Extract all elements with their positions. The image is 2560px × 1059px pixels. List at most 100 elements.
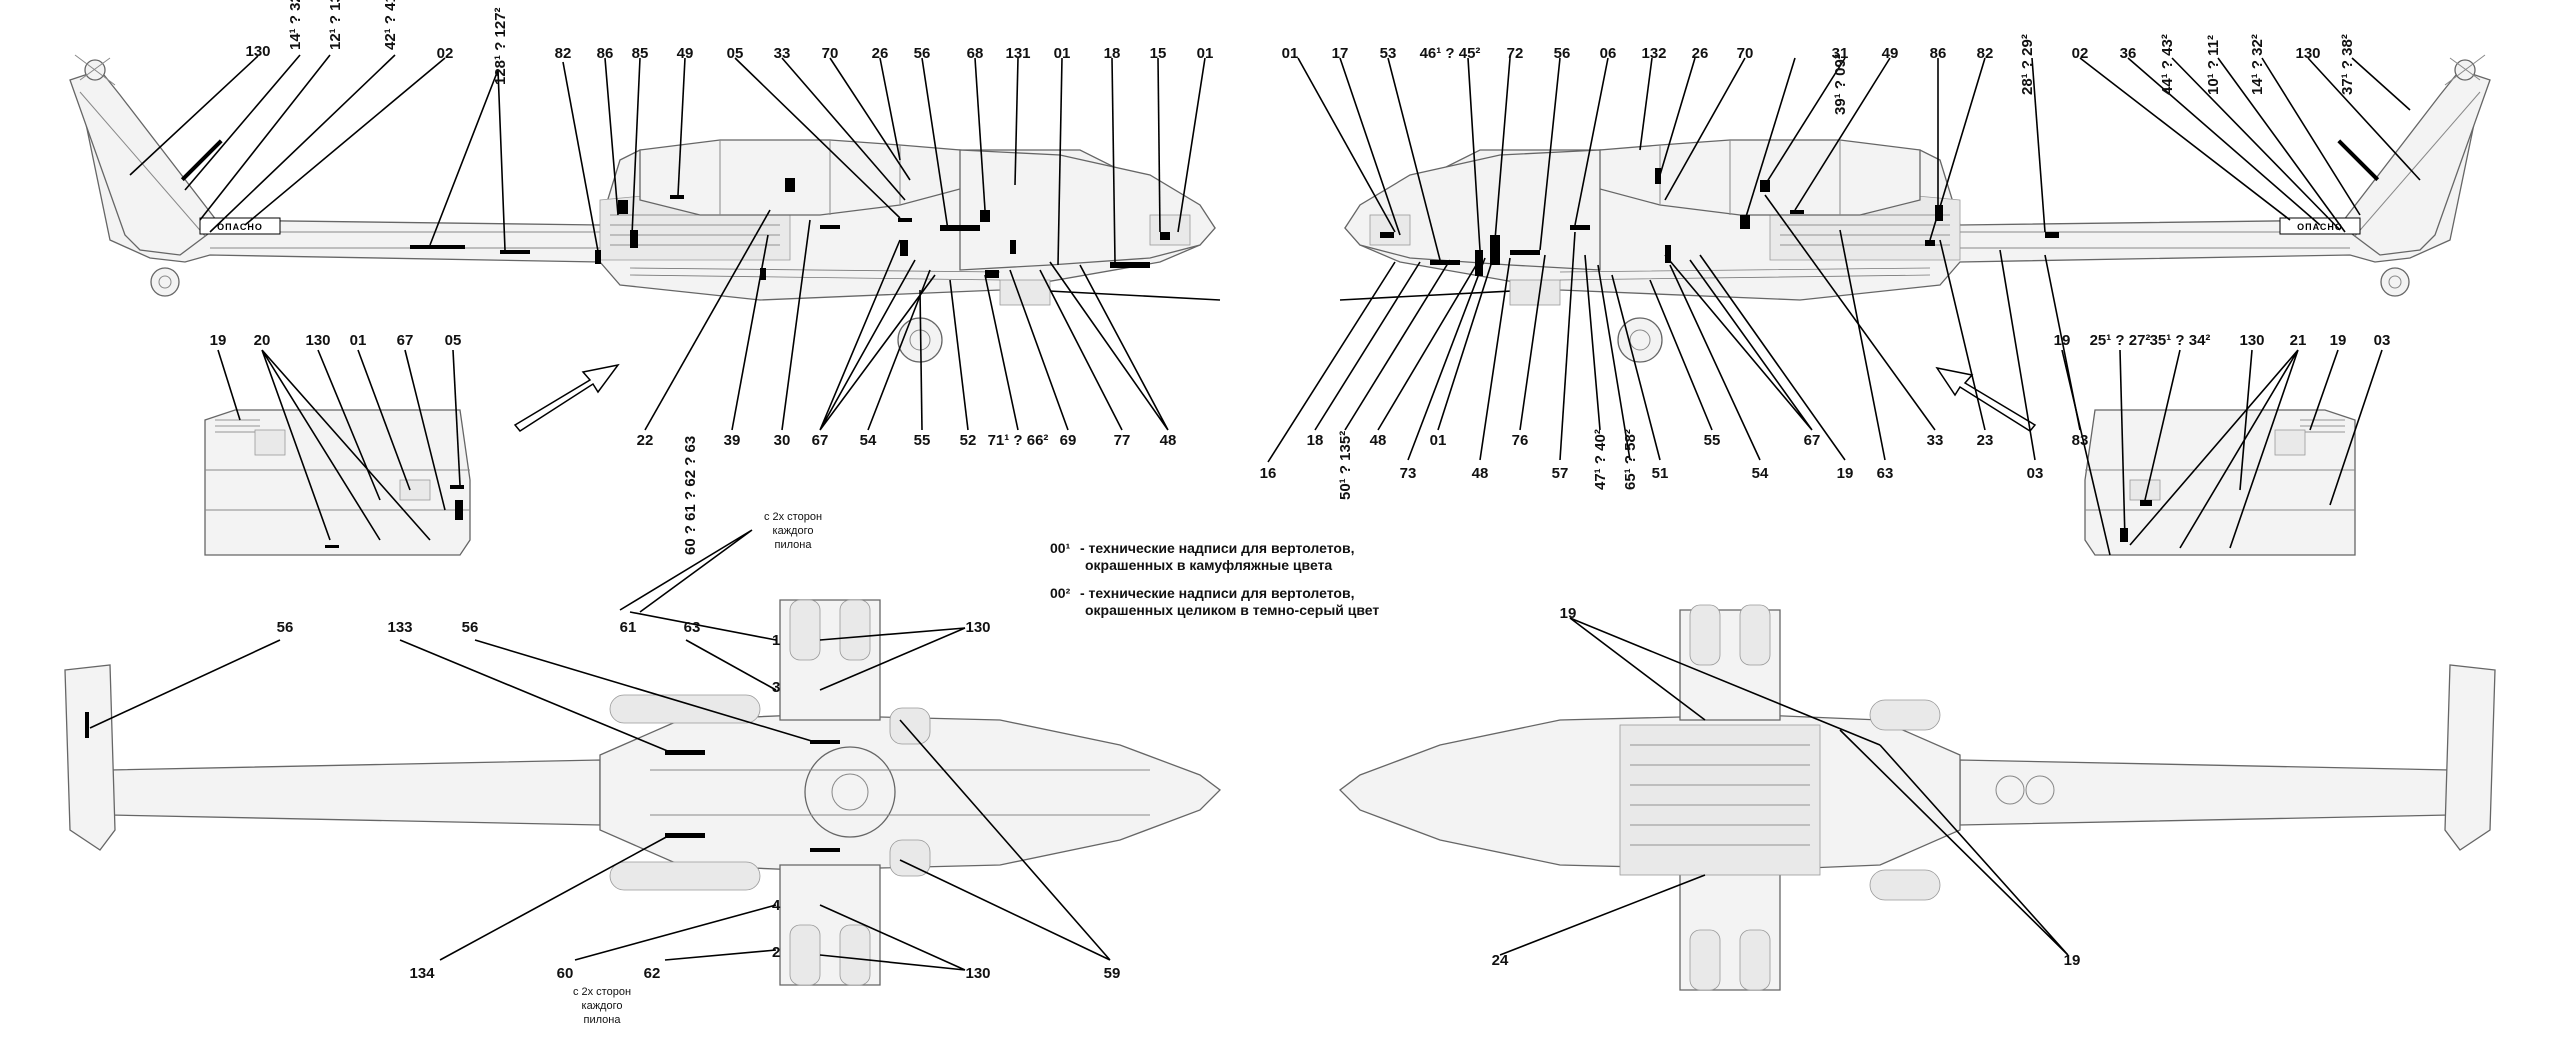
label: 52 — [960, 432, 977, 449]
label: 130 — [2295, 45, 2320, 62]
label: 47¹ ? 40² — [1592, 429, 1609, 490]
label: 76 — [1512, 432, 1529, 449]
direction-arrow-left — [513, 363, 620, 432]
side-view-left: ОПАСНО — [69, 54, 1221, 363]
label: 48 — [1472, 465, 1489, 482]
label: 77 — [1114, 432, 1131, 449]
stencil-danger-left: ОПАСНО — [217, 222, 263, 232]
leaders-right-top — [1297, 57, 2421, 261]
label: 60 — [557, 965, 574, 982]
label: 39¹ ? 09² — [1832, 54, 1849, 115]
label: 73 — [1400, 465, 1417, 482]
label: 67 — [812, 432, 829, 449]
label: 06 — [1600, 45, 1617, 62]
label: 25¹ ? 27² — [2090, 332, 2151, 349]
label: 130 — [305, 332, 330, 349]
detail-left — [204, 409, 471, 556]
pylon-note-top-line: с 2х сторон — [764, 511, 822, 523]
label: 23 — [1977, 432, 1994, 449]
label: 05 — [727, 45, 744, 62]
label: 26 — [872, 45, 889, 62]
label: 18 — [1104, 45, 1121, 62]
legend-text-2: - технические надписи для вертолетов, — [1080, 585, 1354, 601]
legend-text-2b: окрашенных целиком в темно-серый цвет — [1085, 602, 1379, 618]
label: 03 — [2374, 332, 2391, 349]
label: 10¹ ? 11² — [2205, 35, 2222, 95]
legend-text-1b: окрашенных в камуфляжные цвета — [1085, 557, 1332, 573]
label: 54 — [1752, 465, 1769, 482]
callout-labels: 130 14¹ ? 32² 12¹ ? 13² 42¹ ? 41² 02 128… — [210, 0, 2391, 1026]
label: 35¹ ? 34² — [2150, 332, 2211, 349]
leaders-left-top — [129, 54, 1206, 266]
label: 42¹ ? 41² — [382, 0, 399, 50]
label: 19 — [1560, 605, 1577, 622]
label: 02 — [2072, 45, 2089, 62]
label: 31 — [1832, 45, 1849, 62]
label: 69 — [1060, 432, 1077, 449]
label: 130 — [245, 43, 270, 60]
label: 19 — [2054, 332, 2071, 349]
label: 17 — [1332, 45, 1349, 62]
legend-text-1: - технические надписи для вертолетов, — [1080, 540, 1354, 556]
label: 01 — [1197, 45, 1214, 62]
label: 131 — [1005, 45, 1030, 62]
label: 19 — [210, 332, 227, 349]
label: 67 — [1804, 432, 1821, 449]
label: 134 — [409, 965, 435, 982]
label: 63 — [1877, 465, 1894, 482]
pylon-number-1: 1 — [772, 632, 780, 649]
pylon-note-bottom-line: каждого — [582, 1000, 623, 1012]
direction-arrow-right — [1935, 366, 2037, 432]
legend: 00¹ - технические надписи для вертолетов… — [1050, 540, 1379, 618]
label: 26 — [1692, 45, 1709, 62]
label: 01 — [1054, 45, 1071, 62]
label: 22 — [637, 432, 654, 449]
label: 36 — [2120, 45, 2137, 62]
pylon-number-3: 3 — [772, 679, 780, 696]
legend-num-2: 00² — [1050, 585, 1071, 601]
label: 72 — [1507, 45, 1524, 62]
label: 48 — [1370, 432, 1387, 449]
label: 59 — [1104, 965, 1121, 982]
label: 33 — [774, 45, 791, 62]
pylon-note-bottom-line: пилона — [584, 1014, 622, 1026]
label: 18 — [1307, 432, 1324, 449]
label: 57 — [1552, 465, 1569, 482]
label: 20 — [254, 332, 271, 349]
label: 30 — [774, 432, 791, 449]
label: 05 — [445, 332, 462, 349]
label: 132 — [1641, 45, 1666, 62]
label: 50¹ ? 135² — [1337, 431, 1354, 500]
label: 62 — [644, 965, 661, 982]
legend-num-1: 00¹ — [1050, 540, 1071, 556]
label: 60 ? 61 ? 62 ? 63 — [682, 436, 699, 555]
label: 49 — [1882, 45, 1899, 62]
stencil-danger-right: ОПАСНО — [2297, 222, 2343, 232]
label: 82 — [1977, 45, 1994, 62]
side-view-right: ОПАСНО — [1339, 54, 2491, 363]
leaders-right-bottom — [1267, 194, 2081, 463]
label: 51 — [1652, 465, 1669, 482]
leaders-top-view — [89, 529, 1111, 971]
pylon-note-bottom-line: с 2х сторон — [573, 986, 631, 998]
label: 67 — [397, 332, 414, 349]
leaders-detail-left — [217, 349, 461, 541]
pylon-number-4: 4 — [772, 897, 781, 914]
label: 86 — [1930, 45, 1947, 62]
label: 63 — [684, 619, 701, 636]
pylon-number-2: 2 — [772, 944, 780, 961]
label: 56 — [277, 619, 294, 636]
label: 86 — [597, 45, 614, 62]
label: 24 — [1492, 952, 1509, 969]
label: 03 — [2027, 465, 2044, 482]
label: 133 — [387, 619, 412, 636]
label: 02 — [437, 45, 454, 62]
label: 19 — [1837, 465, 1854, 482]
label: 49 — [677, 45, 694, 62]
label: 128¹ ? 127² — [492, 7, 509, 85]
label: 55 — [1704, 432, 1721, 449]
pylon-numbers: 1 3 4 2 — [772, 632, 781, 961]
label: 37¹ ? 38² — [2339, 34, 2356, 95]
label: 21 — [2290, 332, 2307, 349]
